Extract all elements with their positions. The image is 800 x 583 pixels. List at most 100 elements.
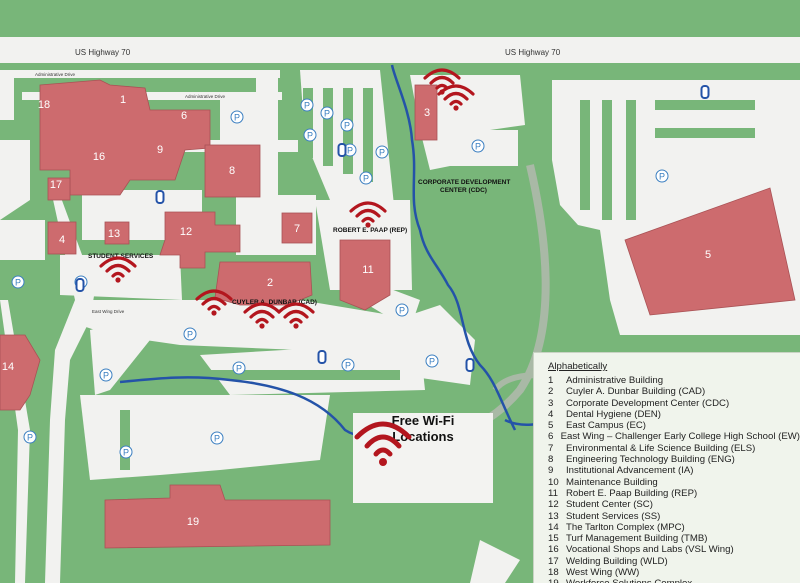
legend-item-name: Student Center (SC)	[566, 499, 653, 511]
legend-item-name: Administrative Building	[566, 375, 664, 386]
bldg-num: 14	[2, 361, 14, 373]
legend-item-name: Corporate Development Center (CDC)	[566, 397, 730, 409]
label-student-services: STUDENT SERVICES	[88, 253, 154, 260]
legend-item: 2 Cuyler A. Dunbar Building (CAD)	[548, 386, 800, 397]
building-3	[414, 84, 438, 141]
legend-item-name: Vocational Shops and Labs (VSL Wing)	[566, 544, 734, 556]
legend-item-number: 18	[548, 567, 559, 579]
bldg-num: 9	[157, 144, 163, 156]
building-7	[281, 212, 313, 244]
legend-item: 13 Student Services (SS)	[548, 511, 800, 522]
bldg-num: 6	[181, 110, 187, 122]
legend-item-number: 13	[548, 510, 559, 522]
building-19	[104, 484, 331, 549]
label-cad: CUYLER A. DUNBAR (CAD)	[232, 299, 317, 306]
legend-item: 4 Dental Hygiene (DEN)	[548, 409, 800, 420]
legend-item-number: 7	[548, 442, 554, 454]
legend-item: 17 Welding Building (WLD)	[548, 556, 800, 567]
legend-item-name: Turf Management Building (TMB)	[566, 533, 708, 545]
legend-item: 11 Robert E. Paap Building (REP)	[548, 488, 800, 499]
bldg-num: 12	[180, 226, 192, 238]
building-5	[624, 187, 796, 316]
legend-item-name: West Wing (WW)	[566, 567, 640, 579]
bldg-num: 17	[50, 179, 62, 191]
legend-item: 10 Maintenance Building	[548, 477, 800, 488]
legend-item-number: 15	[548, 533, 559, 545]
legend-item: 7 Environmental & Life Science Building (…	[548, 443, 800, 454]
buildings	[0, 79, 796, 549]
building-14	[0, 334, 41, 411]
legend-item-number: 2	[548, 386, 554, 398]
bldg-num: 4	[59, 234, 65, 246]
legend-item: 14 The Tarlton Complex (MPC)	[548, 522, 800, 533]
legend-item-name: Student Services (SS)	[566, 510, 661, 522]
legend-item-number: 1	[548, 375, 554, 386]
legend-item: 18 West Wing (WW)	[548, 567, 800, 578]
building-11	[339, 239, 391, 311]
legend-item: 19Workforce Solutions Complex	[548, 578, 800, 583]
bldg-num: 2	[267, 277, 273, 289]
legend-item: 15 Turf Management Building (TMB)	[548, 533, 800, 544]
us-highway-70	[0, 37, 800, 63]
bldg-num: 16	[93, 151, 105, 163]
legend-item-name: Maintenance Building	[566, 476, 658, 488]
bldg-num: 1	[120, 94, 126, 106]
building-12	[159, 211, 241, 269]
legend-item-number: 3	[548, 397, 554, 409]
wifi-locations-key: Free Wi-Fi Locations	[353, 413, 493, 503]
legend-title: Alphabetically	[548, 361, 608, 372]
legend-item-number: 10	[548, 476, 559, 488]
highway-label: US Highway 70	[505, 48, 561, 57]
legend-item-number: 16	[548, 544, 559, 556]
label-cdc: CENTER (CDC)	[440, 187, 487, 194]
building-4	[47, 221, 77, 255]
legend-item-name: Environmental & Life Science Building (E…	[566, 442, 756, 454]
wifi-key-line1: Free Wi-Fi	[391, 413, 455, 428]
legend-item-name: Robert E. Paap Building (REP)	[566, 487, 698, 499]
bldg-num: 11	[362, 264, 373, 276]
legend-item-number: 8	[548, 454, 554, 466]
legend-item-name: Cuyler A. Dunbar Building (CAD)	[566, 386, 706, 398]
bldg-num: 3	[424, 107, 430, 119]
legend-item-name: Welding Building (WLD)	[566, 555, 668, 567]
bldg-num: 8	[229, 165, 235, 177]
legend-list: 1 Administrative Building 2 Cuyler A. Dunba…	[548, 375, 800, 583]
legend-item-number: 17	[548, 555, 559, 567]
creek	[390, 64, 517, 431]
building-13	[104, 221, 130, 245]
bldg-num: 13	[108, 228, 120, 240]
legend-item-number: 11	[548, 487, 558, 499]
legend-item-number: 19	[548, 578, 566, 583]
label-cdc: CORPORATE DEVELOPMENT	[418, 179, 510, 186]
legend-item-name: East Wing – Challenger Early College Hig…	[560, 431, 800, 443]
legend-item-name: Institutional Advancement (IA)	[566, 465, 694, 477]
legend-item: 3 Corporate Development Center (CDC)	[548, 398, 800, 409]
road-label: Administrative Drive	[35, 72, 76, 77]
bldg-num: 19	[187, 516, 199, 528]
legend-item-name: The Tarlton Complex (MPC)	[566, 521, 685, 533]
legend-item: 8 Engineering Technology Building (ENG)	[548, 454, 800, 465]
bldg-num: 18	[38, 99, 50, 111]
legend-item-number: 14	[548, 521, 559, 533]
building-8	[204, 144, 261, 198]
legend-item: 16 Vocational Shops and Labs (VSL Wing)	[548, 544, 800, 555]
road-label: East Wing Drive	[92, 309, 125, 314]
legend-item-name: Dental Hygiene (DEN)	[566, 408, 661, 420]
legend-item-number: 4	[548, 408, 554, 420]
legend-item-number: 9	[548, 465, 554, 477]
legend-item-name: Workforce Solutions Complex	[566, 578, 692, 583]
legend-item-number: 5	[548, 420, 554, 432]
road-label: Administrative Drive	[185, 94, 226, 99]
wifi-icon	[354, 421, 412, 466]
highway-label: US Highway 70	[75, 48, 131, 57]
building-17	[47, 177, 71, 201]
legend-item-name: Engineering Technology Building (ENG)	[566, 454, 735, 466]
parking-islands	[120, 88, 755, 470]
bldg-num: 5	[705, 249, 711, 261]
